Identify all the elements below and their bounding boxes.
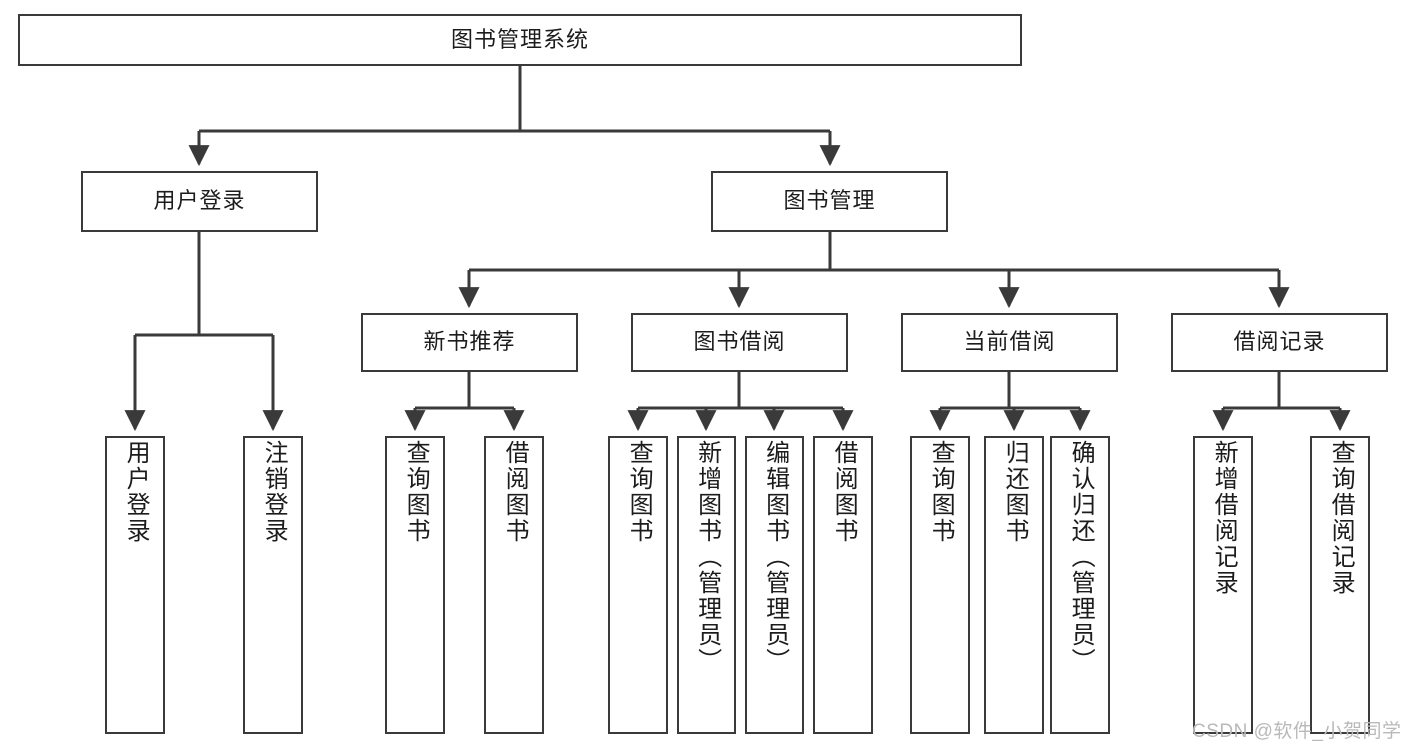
leaf-add-borrow-record[interactable]: 新增借阅记录 (1193, 436, 1253, 734)
leaf-return-book[interactable]: 归还图书 (984, 436, 1044, 734)
leaf-query-book-newbook-label: 查询图书 (402, 440, 430, 544)
leaf-query-book-borrow[interactable]: 查询图书 (608, 436, 668, 734)
leaf-query-book-current[interactable]: 查询图书 (910, 436, 970, 734)
leaf-confirm-return-admin-label: 确认归还（管理员） (1067, 440, 1095, 674)
leaf-return-book-label: 归还图书 (1001, 440, 1029, 544)
node-current-borrow[interactable]: 当前借阅 (901, 313, 1118, 372)
node-root-label: 图书管理系统 (450, 26, 589, 52)
node-current-borrow-label: 当前借阅 (963, 329, 1056, 355)
node-new-book-recommend[interactable]: 新书推荐 (361, 313, 578, 372)
leaf-borrow-book-label: 借阅图书 (830, 440, 858, 544)
leaf-add-borrow-record-label: 新增借阅记录 (1210, 440, 1238, 596)
leaf-user-login[interactable]: 用户登录 (105, 436, 165, 734)
node-borrow-records-label: 借阅记录 (1233, 329, 1326, 355)
node-borrow-records[interactable]: 借阅记录 (1171, 313, 1388, 372)
leaf-borrow-book[interactable]: 借阅图书 (813, 436, 873, 734)
leaf-logout[interactable]: 注销登录 (243, 436, 303, 734)
leaf-query-book-borrow-label: 查询图书 (625, 440, 653, 544)
leaf-add-book-admin-label: 新增图书（管理员） (693, 440, 721, 674)
leaf-edit-book-admin-label: 编辑图书（管理员） (761, 440, 789, 674)
leaf-query-borrow-record[interactable]: 查询借阅记录 (1310, 436, 1370, 734)
node-book-borrow[interactable]: 图书借阅 (631, 313, 848, 372)
node-new-book-recommend-label: 新书推荐 (423, 329, 516, 355)
leaf-confirm-return-admin[interactable]: 确认归还（管理员） (1050, 436, 1110, 734)
node-book-management-label: 图书管理 (783, 188, 876, 214)
node-user-login[interactable]: 用户登录 (81, 171, 318, 232)
csdn-watermark: CSDN @软件_小贺同学 (1192, 721, 1402, 742)
leaf-borrow-book-newbook-label: 借阅图书 (501, 440, 529, 544)
leaf-edit-book-admin[interactable]: 编辑图书（管理员） (745, 436, 804, 734)
leaf-query-book-newbook[interactable]: 查询图书 (385, 436, 445, 734)
node-user-login-label: 用户登录 (153, 188, 246, 214)
node-book-management[interactable]: 图书管理 (711, 171, 948, 232)
leaf-query-book-current-label: 查询图书 (927, 440, 955, 544)
leaf-borrow-book-newbook[interactable]: 借阅图书 (484, 436, 544, 734)
leaf-user-login-label: 用户登录 (122, 440, 150, 544)
leaf-add-book-admin[interactable]: 新增图书（管理员） (677, 436, 736, 734)
node-root[interactable]: 图书管理系统 (18, 14, 1022, 66)
leaf-logout-label: 注销登录 (260, 440, 288, 544)
node-book-borrow-label: 图书借阅 (693, 329, 786, 355)
leaf-query-borrow-record-label: 查询借阅记录 (1327, 440, 1355, 596)
